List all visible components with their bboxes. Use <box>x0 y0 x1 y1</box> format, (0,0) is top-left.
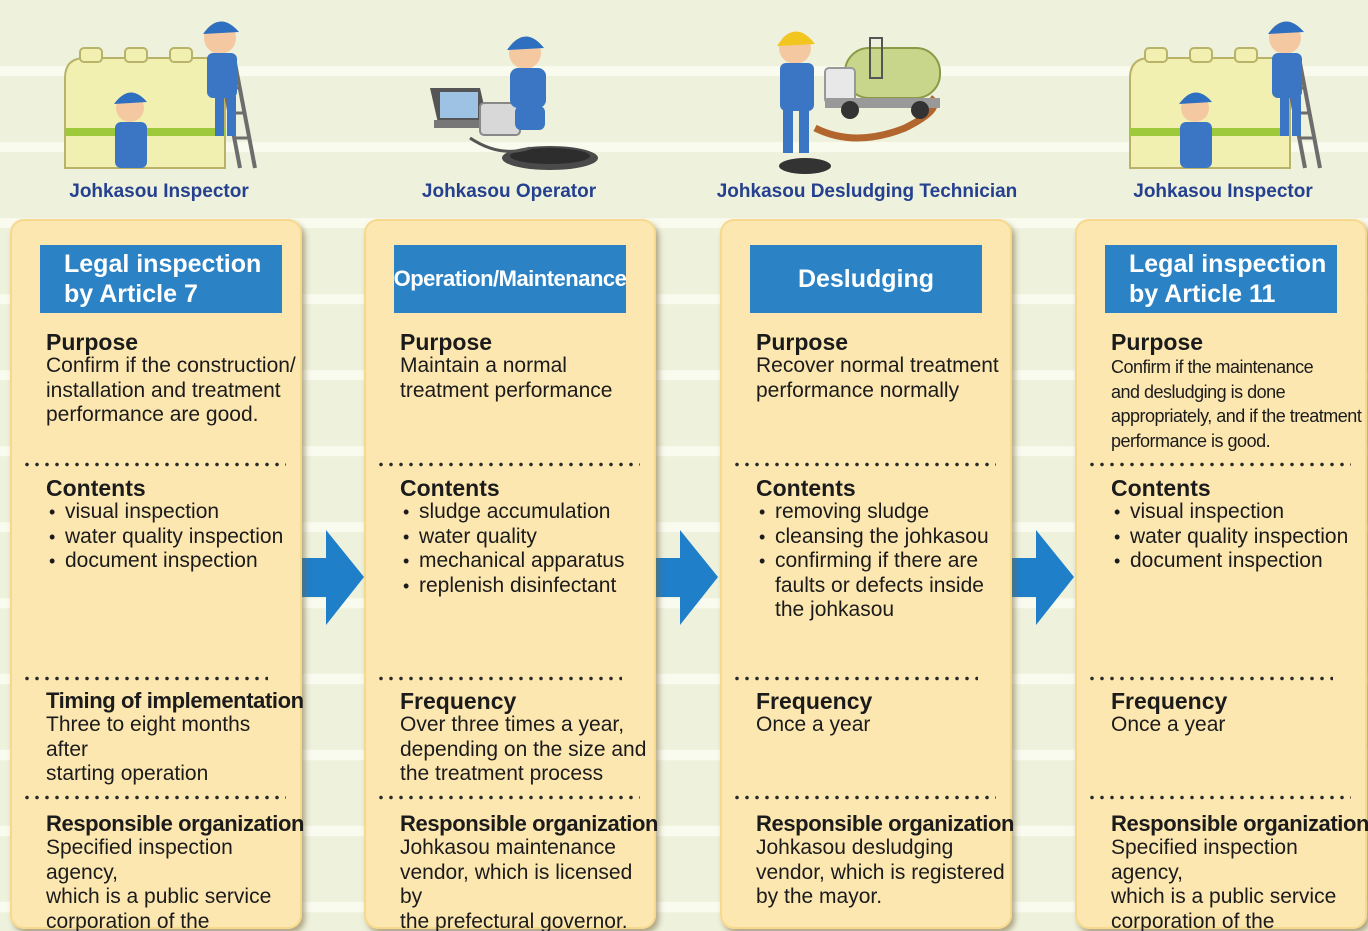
role-label: Johkasou Desludging Technician <box>716 181 1018 202</box>
card-legal-inspection-article-7: Legal inspection by Article 7 Purpose Co… <box>10 219 305 931</box>
timing-heading: Timing of implementation <box>46 688 304 713</box>
purpose-text: Recover normal treatment performance nor… <box>756 354 999 402</box>
card-title: Desludging <box>750 245 982 313</box>
desludging-truck-icon <box>777 31 941 174</box>
divider <box>1087 462 1351 467</box>
org-heading: Responsible organization <box>756 811 1015 836</box>
card-operation-maintenance: Operation/Maintenance Purpose Maintain a… <box>364 219 659 931</box>
flow-arrow <box>1006 530 1076 625</box>
divider <box>22 676 268 681</box>
list-item: cleansing the johkasou <box>756 525 991 550</box>
flow-arrow <box>296 530 366 625</box>
inspector-at-tank-icon <box>64 21 257 169</box>
org-text: Specified inspection agency, which is a … <box>46 836 272 931</box>
inspector-at-tank-icon <box>1129 21 1322 169</box>
divider <box>732 795 996 800</box>
org-text: Johkasou maintenance vendor, which is li… <box>400 836 633 931</box>
purpose-heading: Purpose <box>400 329 493 355</box>
flow-arrow <box>650 530 720 625</box>
arrow-right-icon <box>1006 530 1074 625</box>
frequency-text: Once a year <box>756 713 871 736</box>
timing-text: Three to eight months after starting ope… <box>46 713 251 785</box>
card-title: Legal inspection by Article 11 <box>1105 245 1337 313</box>
divider <box>376 462 640 467</box>
list-item: mechanical apparatus <box>400 549 650 574</box>
arrow-right-icon <box>650 530 718 625</box>
frequency-heading: Frequency <box>400 688 517 714</box>
contents-list: visual inspection water quality inspecti… <box>46 500 296 574</box>
purpose-heading: Purpose <box>756 329 849 355</box>
list-item: water quality <box>400 525 650 550</box>
list-item: visual inspection <box>46 500 296 525</box>
list-item: document inspection <box>46 549 296 574</box>
purpose-heading: Purpose <box>1111 329 1204 355</box>
org-text: Johkasou desludging vendor, which is reg… <box>756 836 1005 908</box>
card-title: Legal inspection by Article 7 <box>40 245 282 313</box>
purpose-heading: Purpose <box>46 329 139 355</box>
contents-heading: Contents <box>1111 475 1211 501</box>
list-item: water quality inspection <box>1111 525 1361 550</box>
inspector-illustration-2 <box>1120 8 1368 180</box>
contents-list: sludge accumulation water quality mechan… <box>400 500 650 598</box>
list-item: replenish disinfectant <box>400 574 650 599</box>
divider <box>376 795 640 800</box>
divider <box>376 676 622 681</box>
list-item: document inspection <box>1111 549 1361 574</box>
list-item: visual inspection <box>1111 500 1361 525</box>
contents-heading: Contents <box>46 475 146 501</box>
operator-illustration <box>410 8 710 180</box>
desludging-illustration <box>755 8 1055 180</box>
contents-heading: Contents <box>756 475 856 501</box>
role-label: Johkasou Operator <box>421 181 597 202</box>
divider <box>732 462 996 467</box>
divider <box>1087 676 1333 681</box>
inspector-illustration-1 <box>55 8 355 180</box>
org-heading: Responsible organization <box>46 811 305 836</box>
operator-with-laptop-icon <box>430 36 598 170</box>
card-desludging: Desludging Purpose Recover normal treatm… <box>720 219 1015 929</box>
card-title: Operation/Maintenance <box>394 245 627 313</box>
divider <box>22 462 286 467</box>
list-item: confirming if there are faults or defect… <box>756 549 991 623</box>
list-item: water quality inspection <box>46 525 296 550</box>
contents-heading: Contents <box>400 475 500 501</box>
divider <box>732 676 978 681</box>
divider <box>22 795 286 800</box>
frequency-heading: Frequency <box>1111 688 1228 714</box>
org-heading: Responsible organization <box>1111 811 1368 836</box>
contents-list: removing sludge cleansing the johkasou c… <box>756 500 991 623</box>
org-text: Specified inspection agency, which is a … <box>1111 836 1337 931</box>
divider <box>1087 795 1351 800</box>
frequency-text: Over three times a year, depending on th… <box>400 713 647 785</box>
frequency-heading: Frequency <box>756 688 873 714</box>
purpose-text: Confirm if the construction/ installatio… <box>46 354 296 426</box>
purpose-text: Confirm if the maintenance and desludgin… <box>1111 357 1362 451</box>
list-item: sludge accumulation <box>400 500 650 525</box>
frequency-text: Once a year <box>1111 713 1226 736</box>
role-label: Johkasou Inspector <box>1133 181 1313 202</box>
list-item: removing sludge <box>756 500 991 525</box>
card-legal-inspection-article-11: Legal inspection by Article 11 Purpose C… <box>1075 219 1368 931</box>
role-label: Johkasou Inspector <box>69 181 249 202</box>
contents-list: visual inspection water quality inspecti… <box>1111 500 1361 574</box>
arrow-right-icon <box>296 530 364 625</box>
org-heading: Responsible organization <box>400 811 659 836</box>
purpose-text: Maintain a normal treatment performance <box>400 354 613 402</box>
